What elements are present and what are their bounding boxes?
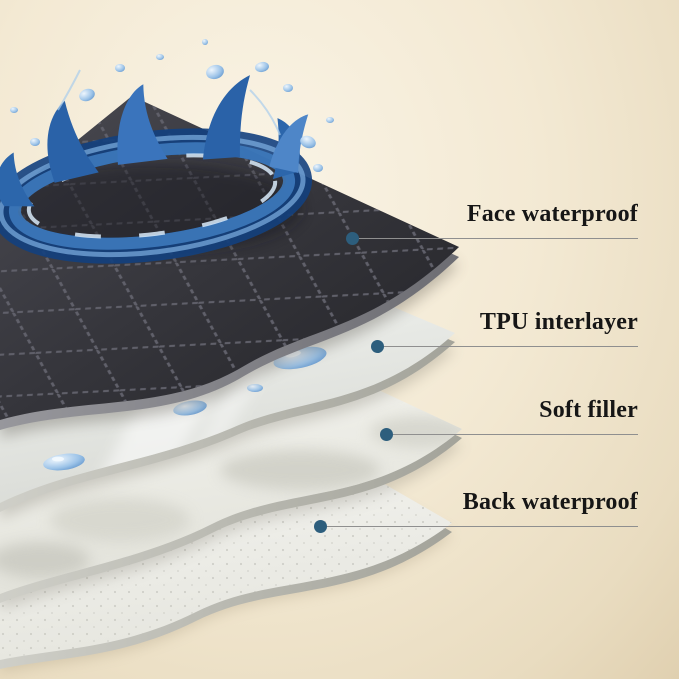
tpu-interlayer-marker [370,340,384,353]
face-waterproof-marker [345,232,359,245]
callout-face-waterproof: Face waterproof [345,194,638,245]
soft-filler-label: Soft filler [539,397,638,423]
splash-spray-droplets [10,39,334,172]
back-waterproof-marker [313,520,327,533]
callout-tpu-interlayer: TPU interlayer [370,302,638,353]
tpu-interlayer-label: TPU interlayer [479,309,638,335]
callout-back-waterproof: Back waterproof [313,482,638,533]
callout-soft-filler: Soft filler [379,390,638,441]
soft-filler-marker [379,428,393,441]
face-waterproof-label: Face waterproof [466,201,638,227]
back-waterproof-label: Back waterproof [462,489,638,515]
